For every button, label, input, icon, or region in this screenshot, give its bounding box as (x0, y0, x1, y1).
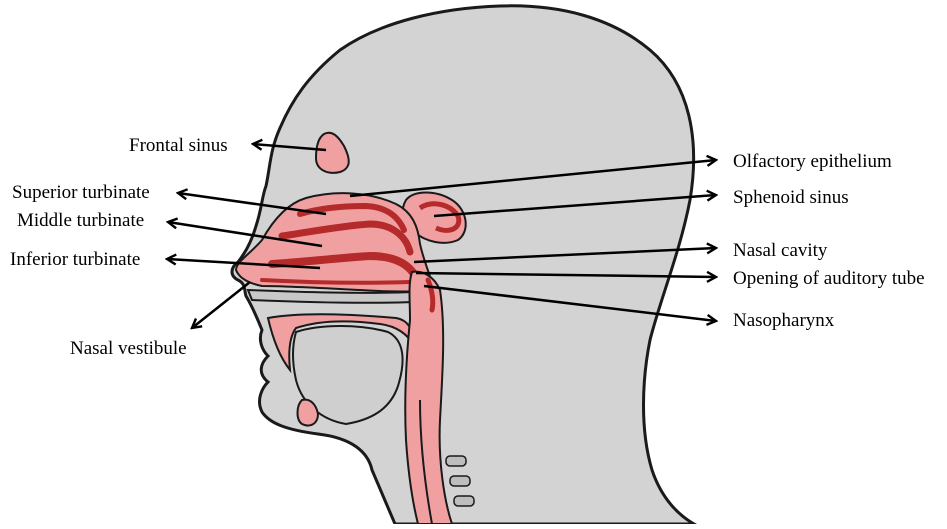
arrow-nasal-vestibule (192, 282, 250, 328)
label-nasal-vestibule: Nasal vestibule (70, 338, 187, 360)
vertebra-2 (450, 476, 470, 486)
label-middle-turbinate: Middle turbinate (17, 210, 144, 232)
label-inferior-turbinate: Inferior turbinate (10, 249, 140, 271)
hard-palate (248, 290, 414, 303)
label-sphenoid-sinus: Sphenoid sinus (733, 187, 849, 209)
label-nasal-cavity: Nasal cavity (733, 240, 827, 262)
label-opening-of-auditory-tube: Opening of auditory tube (733, 268, 925, 290)
label-superior-turbinate: Superior turbinate (12, 182, 150, 204)
label-olfactory-epithelium: Olfactory epithelium (733, 151, 892, 173)
label-frontal-sinus: Frontal sinus (129, 135, 228, 157)
label-nasopharynx: Nasopharynx (733, 310, 834, 332)
vertebra-3 (454, 496, 474, 506)
vertebra-1 (446, 456, 466, 466)
